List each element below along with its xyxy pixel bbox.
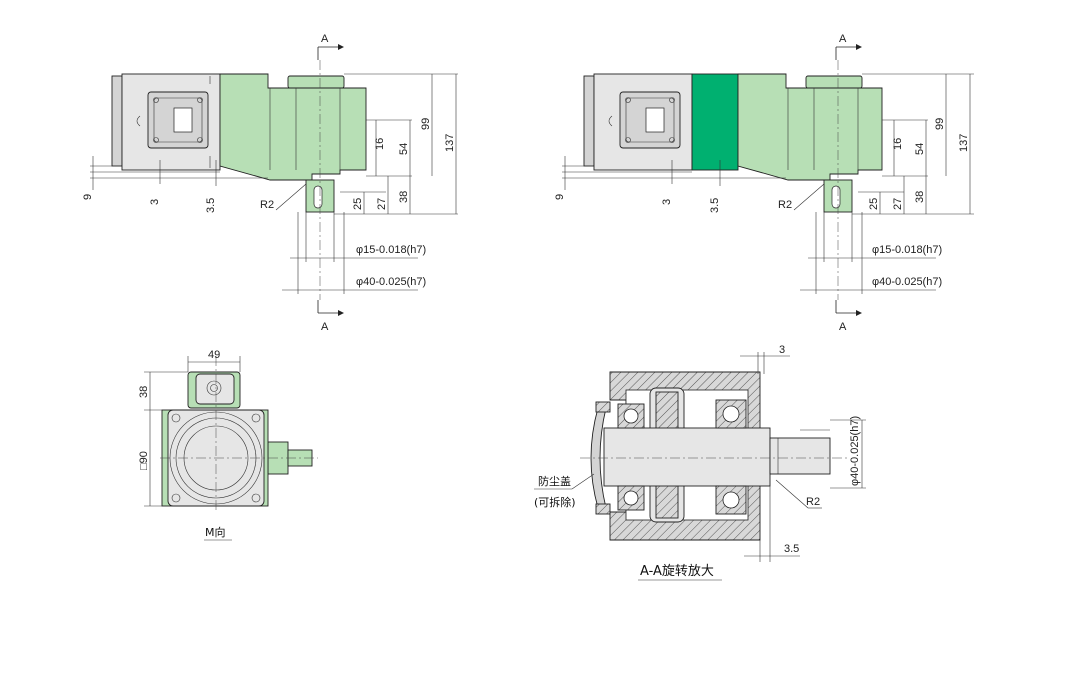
svg-text:3: 3 bbox=[779, 344, 785, 356]
svg-text:38: 38 bbox=[138, 386, 150, 398]
svg-text:A: A bbox=[839, 321, 847, 333]
svg-text:38: 38 bbox=[914, 191, 926, 203]
right-dimensions: 16 54 99 137 25 27 38 bbox=[334, 73, 458, 215]
svg-text:A: A bbox=[321, 321, 329, 333]
section-caption: A-A旋转放大 bbox=[640, 564, 714, 579]
svg-text:137: 137 bbox=[958, 134, 970, 152]
svg-text:25: 25 bbox=[352, 198, 364, 210]
svg-text:φ40-0.025(h7): φ40-0.025(h7) bbox=[872, 276, 942, 288]
svg-text:3.5: 3.5 bbox=[709, 198, 721, 213]
removable-label: (可拆除) bbox=[534, 495, 576, 509]
svg-text:A: A bbox=[321, 33, 329, 45]
svg-text:φ40-0.025(h7): φ40-0.025(h7) bbox=[849, 416, 861, 486]
svg-text:16: 16 bbox=[892, 138, 904, 150]
svg-text:R2: R2 bbox=[806, 496, 820, 508]
svg-text:54: 54 bbox=[398, 143, 410, 155]
svg-text:□90: □90 bbox=[138, 451, 150, 470]
svg-text:99: 99 bbox=[934, 118, 946, 130]
svg-text:R2: R2 bbox=[778, 199, 792, 211]
m-view: 49 38 □90 M向 bbox=[138, 349, 318, 541]
gear-housing bbox=[737, 73, 883, 181]
diameter-dimensions: φ15-0.018(h7) φ40-0.025(h7) bbox=[800, 212, 942, 294]
svg-text:54: 54 bbox=[914, 143, 926, 155]
svg-text:3.5: 3.5 bbox=[205, 198, 217, 213]
left-dimensions: 9 3 3.5 R2 bbox=[82, 156, 307, 213]
m-view-caption: M向 bbox=[205, 525, 226, 539]
svg-text:3: 3 bbox=[149, 199, 161, 205]
dust-cover-label: 防尘盖 bbox=[538, 474, 571, 488]
svg-text:A: A bbox=[839, 33, 847, 45]
left-dimensions: 9 3 3.5 R2 bbox=[554, 156, 825, 213]
svg-text:9: 9 bbox=[82, 194, 94, 200]
svg-text:R2: R2 bbox=[260, 199, 274, 211]
svg-text:3.5: 3.5 bbox=[784, 543, 799, 555]
section-marker-top: A bbox=[835, 33, 862, 60]
right-dimensions: 16 54 99 137 25 27 38 bbox=[852, 73, 974, 215]
svg-text:27: 27 bbox=[376, 198, 388, 210]
section-marker-top: A bbox=[317, 33, 344, 60]
gear-housing bbox=[219, 73, 367, 181]
motor-body bbox=[583, 73, 693, 171]
front-view-left: A bbox=[82, 33, 458, 333]
svg-text:49: 49 bbox=[208, 349, 220, 361]
svg-text:φ15-0.018(h7): φ15-0.018(h7) bbox=[356, 244, 426, 256]
svg-text:99: 99 bbox=[420, 118, 432, 130]
diameter-dimensions: φ15-0.018(h7) φ40-0.025(h7) bbox=[282, 212, 426, 294]
svg-text:27: 27 bbox=[892, 198, 904, 210]
svg-text:16: 16 bbox=[374, 138, 386, 150]
svg-text:25: 25 bbox=[868, 198, 880, 210]
svg-text:φ40-0.025(h7): φ40-0.025(h7) bbox=[356, 276, 426, 288]
svg-text:φ15-0.018(h7): φ15-0.018(h7) bbox=[872, 244, 942, 256]
motor-body bbox=[111, 73, 221, 171]
spacer-flange bbox=[691, 73, 739, 171]
section-view: 3 3.5 R2 φ40-0.025(h7) 防尘盖 (可拆除) A-A旋转放大 bbox=[534, 344, 866, 581]
section-marker-bottom: A bbox=[835, 300, 862, 333]
front-view-right: A bbox=[554, 33, 974, 333]
section-marker-bottom: A bbox=[317, 300, 344, 333]
svg-text:3: 3 bbox=[661, 199, 673, 205]
svg-text:38: 38 bbox=[398, 191, 410, 203]
svg-text:9: 9 bbox=[554, 194, 566, 200]
svg-text:137: 137 bbox=[444, 134, 456, 152]
